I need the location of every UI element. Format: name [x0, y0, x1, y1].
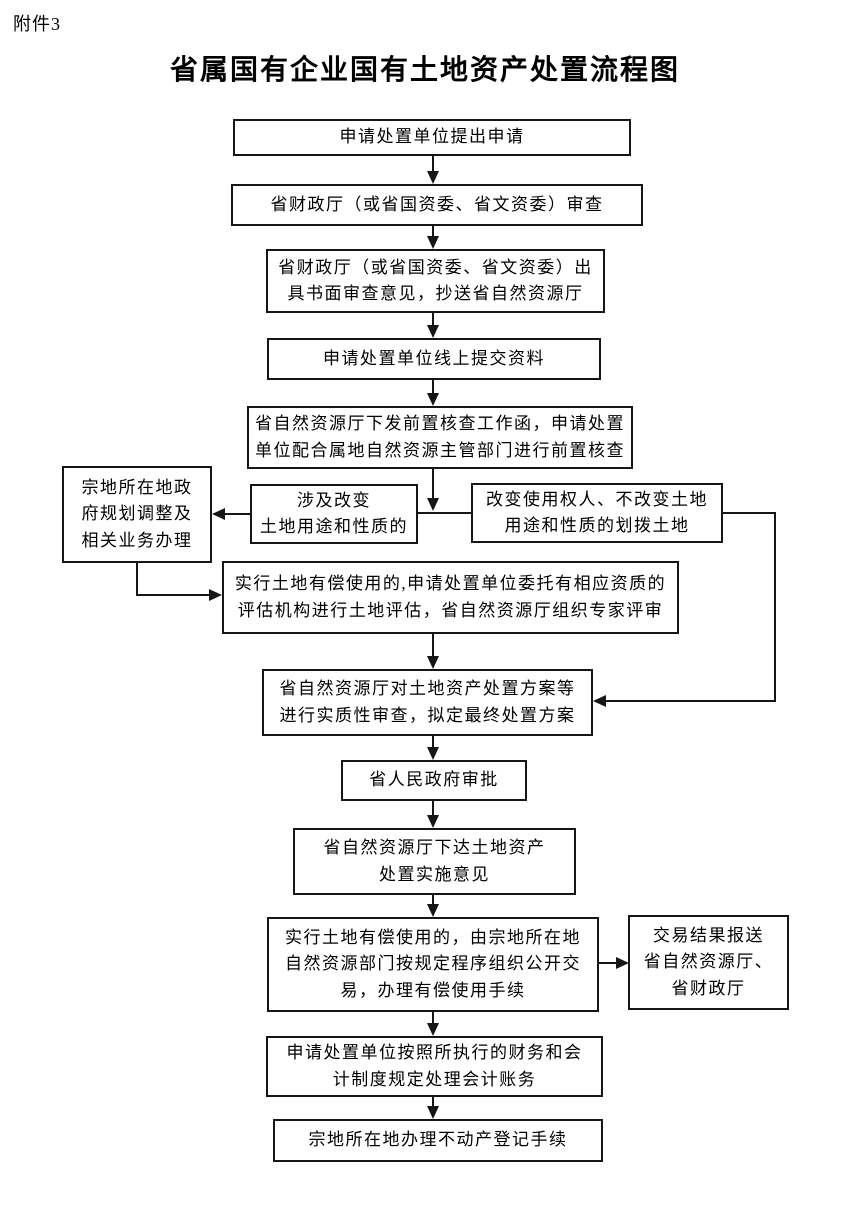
connector-approval-to-implementation [432, 801, 434, 816]
page-title: 省属国有企业国有土地资产处置流程图 [169, 55, 680, 86]
connector-apply-to-review [432, 156, 434, 173]
arrow-down-icon [427, 171, 439, 184]
arrow-left-icon [593, 695, 606, 707]
node-registration: 宗地所在地办理不动产登记手续 [273, 1119, 603, 1162]
connector-evaluation-to-review [432, 634, 434, 657]
arrow-down-icon [427, 1023, 439, 1036]
connector-trade-to-report [599, 962, 617, 964]
attachment-label: 附件3 [13, 14, 61, 34]
connector-changeowner-to-review [606, 700, 776, 702]
node-change-owner: 改变使用权人、不改变土地 用途和性质的划拨土地 [471, 483, 723, 543]
arrow-right-icon [616, 957, 629, 969]
arrow-down-icon [427, 498, 439, 511]
arrow-down-icon [427, 747, 439, 760]
connector-review-to-opinion [432, 226, 434, 239]
connector-submit-to-precheck [432, 380, 434, 395]
node-trade-report: 交易结果报送 省自然资源厅、 省财政厅 [628, 915, 789, 1010]
node-apply-request: 申请处置单位提出申请 [233, 119, 631, 156]
connector-implementation-to-trade [432, 895, 434, 906]
connector-accounting-to-registration [432, 1097, 434, 1107]
node-public-trade: 实行土地有偿使用的，由宗地所在地 自然资源部门按规定程序组织公开交 易，办理有偿… [267, 917, 599, 1012]
arrow-down-icon [427, 815, 439, 828]
node-online-submit: 申请处置单位线上提交资料 [267, 338, 601, 380]
connector-precheck-to-branch [432, 469, 434, 500]
connector-trade-to-accounting [432, 1012, 434, 1024]
node-written-opinion: 省财政厅（或省国资委、省文资委）出 具书面审查意见，抄送省自然资源厅 [266, 249, 605, 313]
connector-planning-to-evaluation [136, 594, 210, 596]
arrow-right-icon [209, 589, 222, 601]
connector-changeowner-right [723, 512, 776, 514]
arrow-down-icon [427, 236, 439, 249]
connector-branch-junction [418, 512, 471, 514]
arrow-down-icon [427, 656, 439, 669]
arrow-down-icon [427, 904, 439, 917]
connector-changeowner-down [774, 512, 776, 702]
node-evaluation: 实行土地有偿使用的,申请处置单位委托有相应资质的 评估机构进行土地评估，省自然资… [222, 561, 679, 634]
connector-review-to-approval [432, 736, 434, 748]
connector-changeuse-to-planning [225, 513, 250, 515]
node-planning-adjust: 宗地所在地政 府规划调整及 相关业务办理 [62, 466, 212, 563]
node-implementation-opinion: 省自然资源厅下达土地资产 处置实施意见 [293, 828, 576, 895]
node-change-use: 涉及改变 土地用途和性质的 [250, 484, 418, 544]
arrow-down-icon [427, 1106, 439, 1119]
node-finance-review: 省财政厅（或省国资委、省文资委）审查 [231, 184, 643, 226]
arrow-down-icon [427, 393, 439, 406]
connector-opinion-to-submit [432, 313, 434, 327]
connector-planning-down [136, 563, 138, 595]
node-substantive-review: 省自然资源厅对土地资产处置方案等 进行实质性审查，拟定最终处置方案 [262, 669, 593, 736]
node-precheck: 省自然资源厅下发前置核查工作函，申请处置 单位配合属地自然资源主管部门进行前置核… [247, 406, 633, 469]
arrow-left-icon [212, 508, 225, 520]
node-gov-approval: 省人民政府审批 [341, 760, 527, 801]
arrow-down-icon [427, 325, 439, 338]
node-accounting: 申请处置单位按照所执行的财务和会 计制度规定处理会计账务 [266, 1036, 603, 1097]
